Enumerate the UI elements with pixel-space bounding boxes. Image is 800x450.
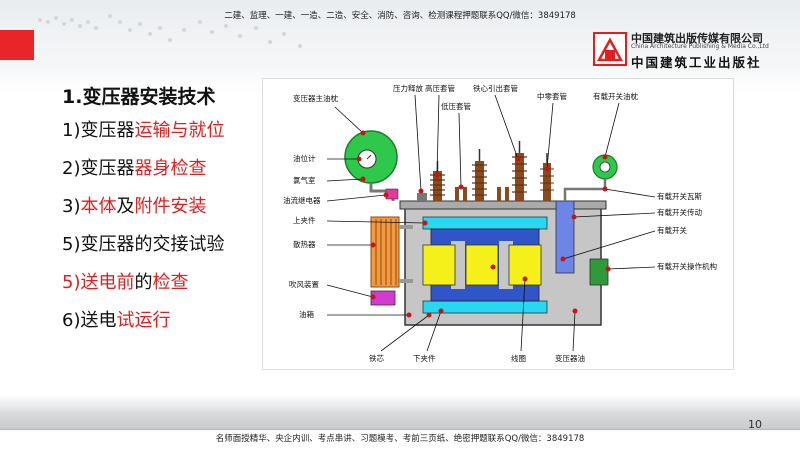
label-oltc-buchholz: 有载开关瓦斯: [657, 191, 702, 201]
label-air-chamber: 氯气室: [293, 175, 316, 185]
page-number: 10: [748, 418, 762, 431]
publisher-name-en: China Architecture Publishing & Media Co…: [631, 43, 769, 50]
publisher-name-cn: 中国建筑出版传媒有限公司: [631, 32, 763, 45]
neutral-bushing: [540, 153, 554, 201]
label-oltc-conservator: 有载开关油枕: [593, 91, 638, 101]
lv-bushings: [455, 187, 509, 201]
label-main-conservator: 变压器主油枕: [293, 93, 338, 103]
label-upper-clamp: 上夹件: [293, 215, 316, 225]
label-blower: 吹风装置: [289, 279, 319, 289]
radiator: [370, 216, 400, 288]
outline-text: 1)变压器: [62, 120, 135, 141]
label-oil-gauge: 油位计: [293, 153, 316, 163]
outline-text: 2)变压器: [62, 158, 135, 179]
oltc-body: [555, 200, 575, 274]
outline-item: 6)送电试运行: [62, 302, 224, 340]
outline-keyword: 器身检查: [134, 158, 207, 179]
outline-keyword: 检查: [152, 272, 189, 293]
label-oltc-mechanism: 有载开关操作机构: [657, 261, 717, 271]
outline-text: 5)变压器的交接试验: [62, 234, 225, 255]
label-oltc: 有载开关: [657, 225, 687, 235]
label-tank: 油箱: [299, 309, 314, 319]
hv-bushing-3: [512, 141, 527, 201]
winding-middle: [465, 244, 499, 286]
label-neutral-bushing: 中零套管: [537, 91, 567, 101]
label-winding: 线圈: [511, 353, 526, 363]
label-hv-bushing: 高压套管: [425, 83, 455, 93]
transformer-diagram: 变压器主油枕 压力释放 高压套管 低压套管 铁心引出套管 中零套管 有载开关油枕…: [262, 78, 734, 370]
label-core-ground-bushing: 铁心引出套管: [473, 83, 518, 93]
tank-cover: [399, 200, 607, 210]
outline-keyword: 运输与就位: [134, 120, 225, 141]
outline-item: 2)变压器器身检查: [62, 150, 224, 188]
publisher-name-cn-secondary: 中国建筑工业出版社: [631, 55, 762, 70]
label-core: 铁芯: [369, 353, 384, 363]
label-lv-bushing: 低压套管: [441, 101, 471, 111]
pressure-relief: [417, 193, 427, 201]
footer-divider: [0, 429, 800, 430]
outline-text: 的: [134, 272, 153, 293]
red-accent-bar: [0, 30, 34, 60]
label-buchholz-relay: 油流继电器: [283, 195, 321, 205]
outline-keyword: 5)送电前: [62, 272, 135, 293]
outline-text: 及: [116, 196, 135, 217]
label-lower-clamp: 下夹件: [413, 353, 436, 363]
footer-note: 名师面授精华、央企内训、考点串讲、习题模考、考前三页纸、绝密押题联系QQ/微信：…: [215, 434, 585, 444]
outline-item: 1)变压器运输与就位: [62, 112, 224, 150]
outline-keyword: 试运行: [116, 310, 171, 331]
outline-text: 6)送电: [62, 310, 117, 331]
radiator-pipe-bottom: [399, 279, 413, 283]
radiator-pipe-top: [399, 225, 413, 229]
outline-keyword: 附件安装: [134, 196, 207, 217]
winding-left: [422, 244, 456, 286]
label-oltc-drive: 有载开关传动: [657, 207, 702, 217]
footer-band: [0, 395, 800, 429]
outline-item: 5)变压器的交接试验: [62, 226, 224, 264]
oltc-mechanism-box: [589, 258, 609, 286]
label-transformer-oil: 变压器油: [555, 353, 585, 363]
hv-bushing-2: [472, 149, 487, 201]
upper-clamp: [422, 216, 548, 230]
publisher-logo: 中国建筑出版传媒有限公司 China Architecture Publishi…: [593, 30, 773, 70]
outline-item: 3)本体及附件安装: [62, 188, 224, 226]
outline-text: 3): [62, 196, 81, 217]
label-pressure-relief: 压力释放: [393, 83, 423, 93]
outline-item: 5)送电前的检查: [62, 264, 224, 302]
world-map-decoration: [38, 14, 302, 48]
publisher-emblem-icon: [593, 32, 627, 66]
label-radiator: 散热器: [293, 239, 316, 249]
header-note: 二建、监理、一建、一造、二造、安全、消防、咨询、检测课程押题联系QQ/微信：38…: [224, 11, 576, 21]
slide-heading: 1.变压器安装技术: [62, 86, 216, 108]
oltc-pipe: [563, 179, 607, 201]
outline-keyword: 本体: [80, 196, 117, 217]
